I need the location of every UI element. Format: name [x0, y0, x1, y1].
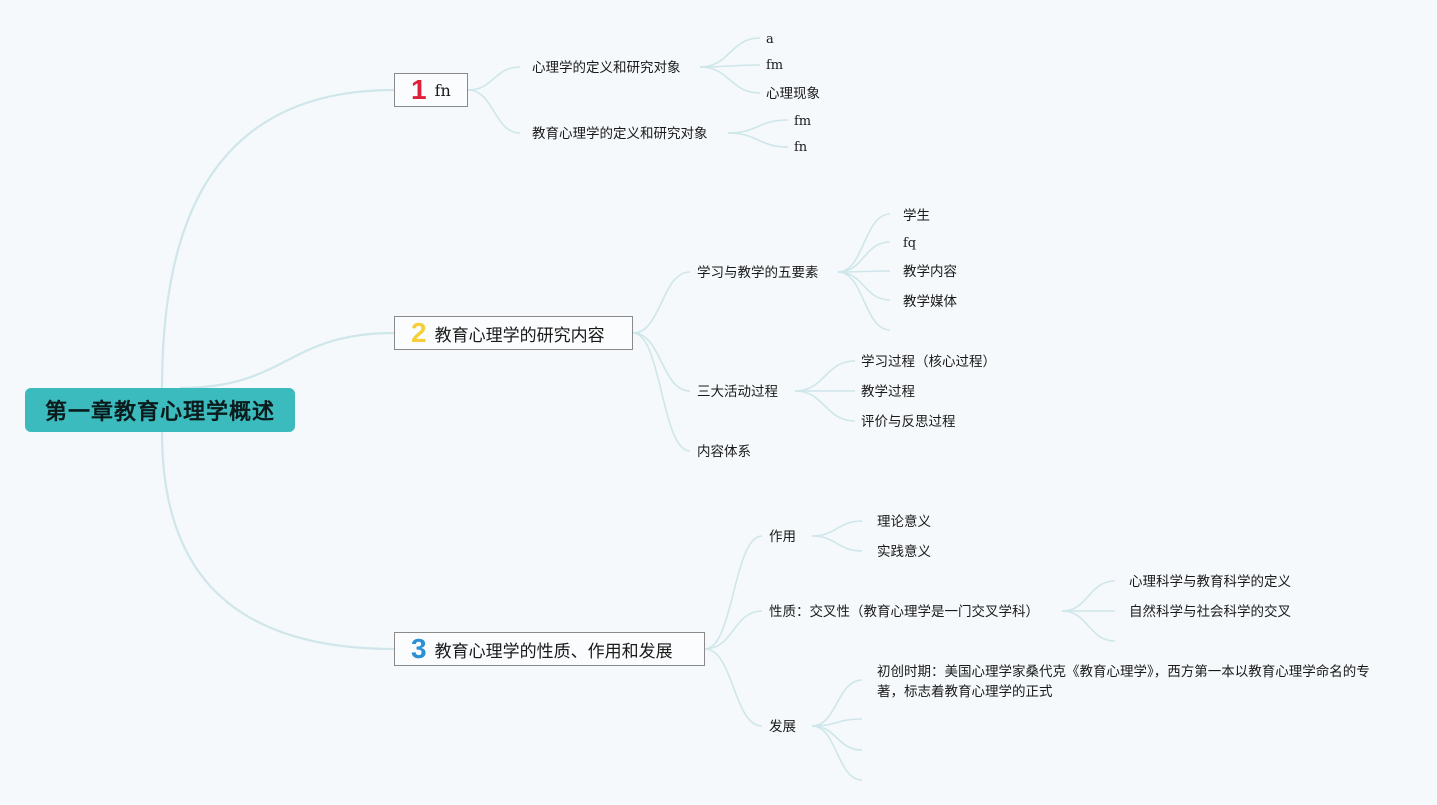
connector-0 [160, 88, 395, 389]
branch-2-label: 教育心理学的研究内容 [434, 325, 605, 346]
connector-22 [704, 610, 763, 650]
branch-3-label: 教育心理学的性质、作用和发展 [434, 641, 673, 662]
connector-23 [704, 648, 763, 727]
connector-14 [837, 241, 891, 273]
connector-25 [811, 535, 863, 552]
subtopic-3-2[interactable]: 性质：交叉性（教育心理学是一门交叉学科） [769, 604, 1039, 620]
subtopic-2-3[interactable]: 内容体系 [697, 444, 751, 460]
connector-21 [704, 535, 763, 650]
connector-5 [699, 37, 761, 68]
number-1-icon: 1 [411, 74, 427, 105]
leaf-3-2-1[interactable]: 心理科学与教育科学的定义 [1129, 574, 1291, 590]
leaf-2-2-3[interactable]: 评价与反思过程 [861, 414, 956, 430]
connector-8 [727, 119, 789, 134]
leaf-2-1-1[interactable]: 学生 [903, 208, 930, 224]
connector-11 [632, 332, 691, 392]
connector-2 [160, 431, 395, 651]
connector-13 [837, 213, 891, 273]
connector-32 [811, 725, 863, 781]
connector-17 [837, 271, 891, 331]
connector-9 [727, 132, 789, 148]
leaf-2-2-2[interactable]: 教学过程 [861, 384, 915, 400]
connector-16 [837, 271, 891, 301]
subtopic-2-1[interactable]: 学习与教学的五要素 [697, 265, 819, 281]
connector-4 [467, 89, 521, 134]
connector-10 [632, 271, 691, 334]
connector-7 [699, 66, 761, 94]
leaf-1-1-2[interactable]: fm [766, 58, 784, 73]
connector-28 [1061, 610, 1116, 642]
connector-3 [467, 66, 521, 91]
connector-12 [632, 332, 691, 452]
connector-20 [794, 390, 856, 422]
branch-3-topic[interactable]: 3 教育心理学的性质、作用和发展 [394, 632, 705, 666]
connector-26 [1061, 580, 1116, 612]
root-topic[interactable]: 第一章教育心理学概述 [25, 388, 295, 432]
leaf-3-2-2[interactable]: 自然科学与社会科学的交叉 [1129, 604, 1291, 620]
subtopic-3-1[interactable]: 作用 [769, 529, 796, 545]
leaf-1-2-1[interactable]: fm [794, 114, 812, 129]
branch-1-topic[interactable]: 1 fn [394, 73, 468, 107]
leaf-3-1-1[interactable]: 理论意义 [877, 514, 931, 530]
connector-24 [811, 520, 863, 537]
leaf-1-1-1[interactable]: a [766, 32, 774, 47]
number-2-icon: 2 [411, 317, 427, 348]
branch-2-topic[interactable]: 2 教育心理学的研究内容 [394, 316, 633, 350]
subtopic-1-2[interactable]: 教育心理学的定义和研究对象 [532, 126, 708, 142]
connector-30 [811, 718, 863, 727]
leaf-2-2-1[interactable]: 学习过程（核心过程） [861, 354, 996, 370]
connector-1 [179, 331, 395, 390]
number-3-icon: 3 [411, 633, 427, 664]
subtopic-2-2[interactable]: 三大活动过程 [697, 384, 778, 400]
leaf-3-1-2[interactable]: 实践意义 [877, 544, 931, 560]
branch-1-label: fn [434, 80, 451, 100]
leaf-2-1-2[interactable]: fq [903, 236, 917, 251]
connector-31 [811, 725, 863, 751]
subtopic-3-3[interactable]: 发展 [769, 719, 796, 735]
leaf-2-1-4[interactable]: 教学媒体 [903, 294, 957, 310]
leaf-1-1-3[interactable]: 心理现象 [766, 86, 820, 102]
leaf-2-1-3[interactable]: 教学内容 [903, 264, 957, 280]
connector-29 [811, 679, 863, 727]
leaf-3-3-1[interactable]: 初创时期：美国心理学家桑代克《教育心理学》，西方第一本以教育心理学命名的专著，标… [877, 664, 1370, 700]
subtopic-1-1[interactable]: 心理学的定义和研究对象 [532, 60, 681, 76]
connector-18 [794, 360, 856, 392]
leaf-1-2-2[interactable]: fn [794, 140, 808, 155]
